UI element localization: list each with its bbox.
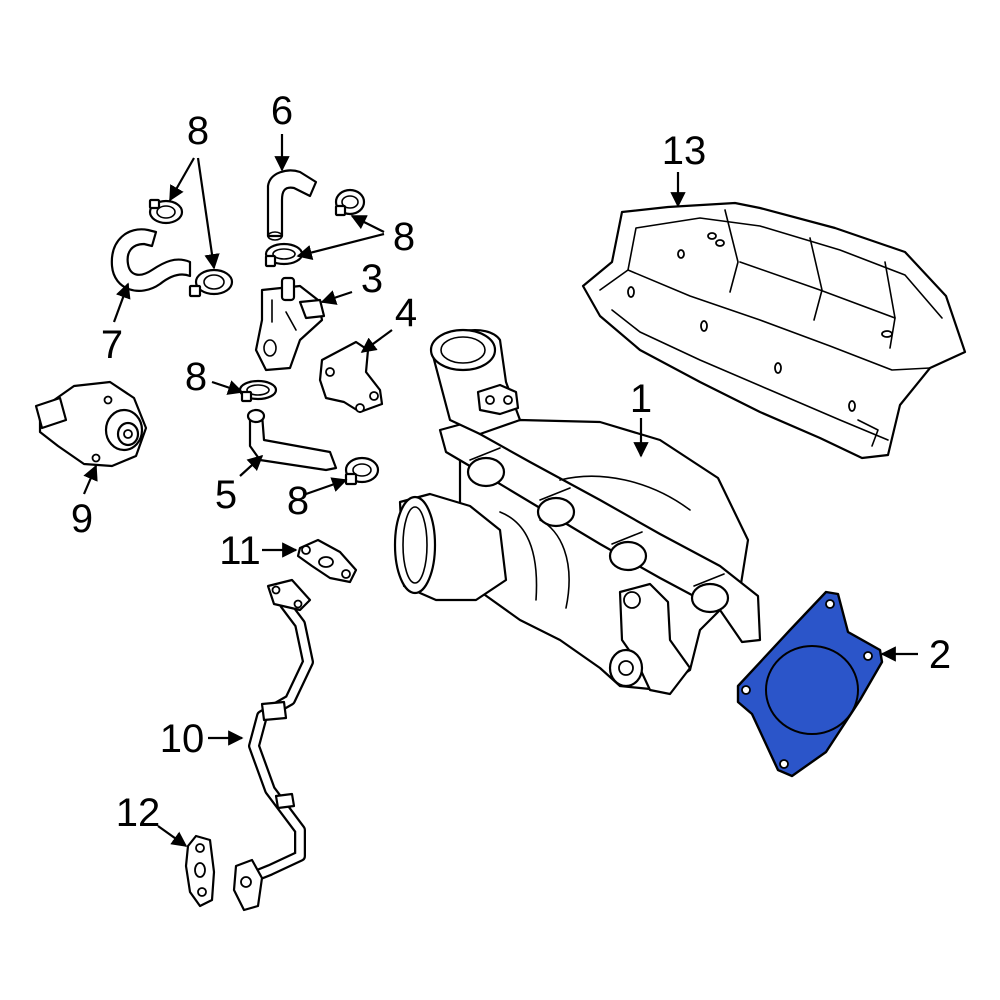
callout-9: 9 (71, 497, 93, 541)
callout-11: 11 (219, 529, 261, 573)
callout-12: 12 (116, 791, 161, 835)
callout-10: 10 (160, 717, 205, 761)
callout-6: 6 (271, 89, 293, 133)
part-7-hose[interactable] (110, 228, 192, 292)
part-9-actuator-valve[interactable] (34, 380, 148, 468)
leader-lines (82, 134, 918, 847)
clamp-8-e[interactable] (238, 379, 278, 403)
clamp-8-d[interactable] (334, 188, 366, 217)
clamp-8-f[interactable] (344, 456, 380, 486)
callout-7: 7 (101, 323, 123, 367)
callout-2: 2 (929, 633, 951, 677)
part-6-hose[interactable] (266, 169, 318, 241)
part-3-valve[interactable] (254, 276, 326, 372)
gasket-2-plate (736, 590, 884, 778)
part-4-bracket[interactable] (318, 340, 384, 414)
part-12-gasket[interactable] (184, 834, 216, 908)
callout-5: 5 (215, 473, 237, 517)
part-1-turbocharger[interactable] (393, 328, 762, 696)
part-2-turbo-gasket[interactable] (736, 590, 884, 778)
callout-1: 1 (630, 377, 652, 421)
part-13-heat-shield[interactable] (581, 201, 967, 460)
clamp-8-c[interactable] (264, 242, 304, 268)
callout-8-bottom: 8 (287, 479, 309, 523)
callout-3: 3 (361, 257, 383, 301)
part-5-hose[interactable] (246, 408, 338, 472)
part-10-oil-line[interactable] (232, 578, 314, 912)
clamp-8-b[interactable] (188, 268, 234, 298)
part-11-gasket[interactable] (296, 538, 358, 584)
callout-4: 4 (395, 291, 417, 335)
callout-8-middle: 8 (185, 355, 207, 399)
part-8-clamps[interactable] (148, 188, 380, 486)
callout-8-right: 8 (393, 215, 415, 259)
callout-13: 13 (662, 129, 707, 173)
callout-labels: 1 2 3 4 5 6 7 8 8 8 8 9 10 11 12 13 (71, 89, 951, 835)
clamp-8-a[interactable] (148, 198, 184, 225)
callout-8-top: 8 (187, 109, 209, 153)
